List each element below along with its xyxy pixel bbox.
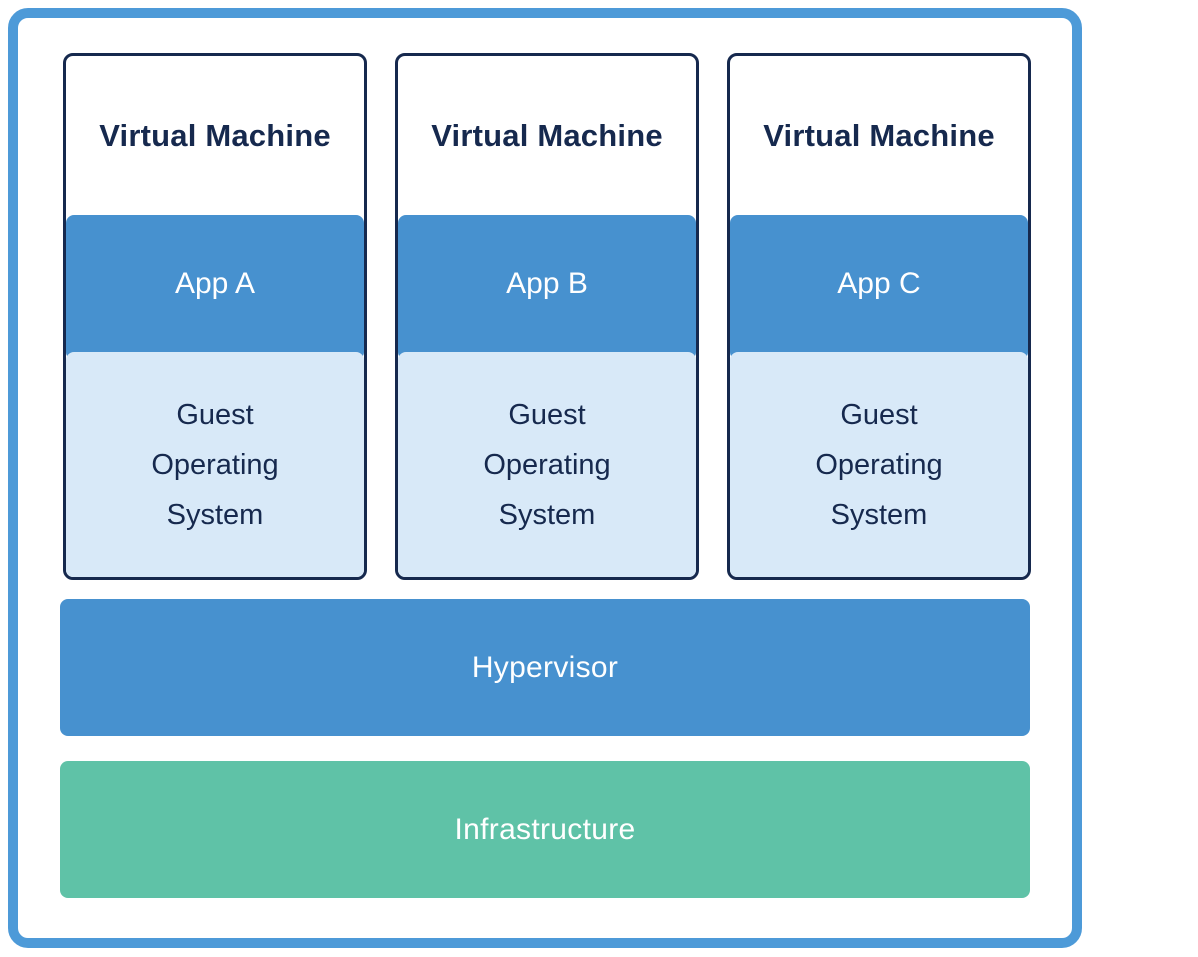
vm-box-1: Virtual Machine App A Guest Operating Sy… (63, 53, 367, 580)
vm-title: Virtual Machine (99, 117, 331, 153)
vm-guest-os-section: Guest Operating System (730, 352, 1028, 577)
infrastructure-layer: Infrastructure (60, 761, 1030, 898)
vm-guest-os-label: Guest Operating System (815, 398, 943, 531)
vm-app-section: App B (398, 215, 696, 360)
vm-app-section: App A (66, 215, 364, 360)
vm-app-section: App C (730, 215, 1028, 360)
vm-title: Virtual Machine (431, 117, 663, 153)
vm-title: Virtual Machine (763, 117, 995, 153)
vm-box-2: Virtual Machine App B Guest Operating Sy… (395, 53, 699, 580)
vm-guest-os-label: Guest Operating System (151, 398, 279, 531)
vm-guest-os-label: Guest Operating System (483, 398, 611, 531)
vm-guest-os-section: Guest Operating System (66, 352, 364, 577)
vm-guest-os-section: Guest Operating System (398, 352, 696, 577)
hypervisor-layer: Hypervisor (60, 599, 1030, 736)
vm-box-3: Virtual Machine App C Guest Operating Sy… (727, 53, 1031, 580)
virtualization-frame: Virtual Machine App A Guest Operating Sy… (8, 8, 1082, 948)
